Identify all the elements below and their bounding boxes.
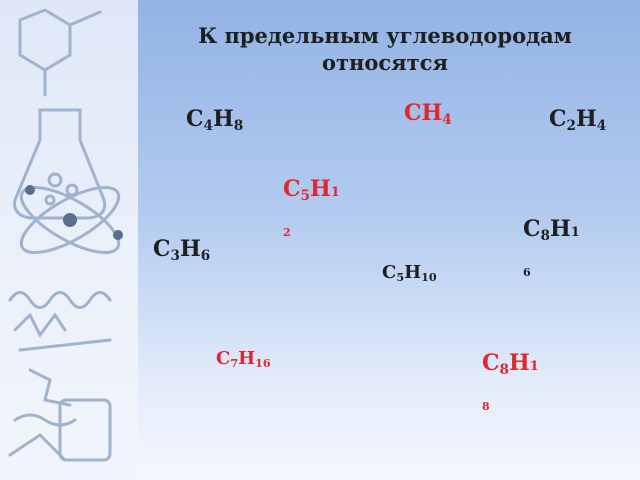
formula-c3h6[interactable]: C3H6	[153, 236, 211, 264]
formula-ch4[interactable]: CH4	[404, 100, 452, 128]
formula-c5h12[interactable]: C5H1 2	[283, 176, 340, 239]
slide-title: К предельным углеводородам относятся	[150, 22, 620, 76]
chemistry-doodle-icon	[8, 8, 123, 462]
title-line-2: относятся	[321, 50, 448, 75]
title-line-1: К предельным углеводородам	[198, 23, 572, 48]
formula-c8h16[interactable]: C8H1 6	[523, 216, 580, 279]
formula-c2h4[interactable]: C2H4	[549, 106, 607, 134]
formula-c8h18[interactable]: C8H1 8	[482, 350, 539, 413]
chemistry-doodle-panel	[0, 0, 138, 480]
formula-c5h10[interactable]: C5H10	[382, 262, 437, 285]
formula-c7h16[interactable]: C7H16	[216, 348, 271, 371]
formula-c4h8[interactable]: C4H8	[186, 106, 244, 134]
